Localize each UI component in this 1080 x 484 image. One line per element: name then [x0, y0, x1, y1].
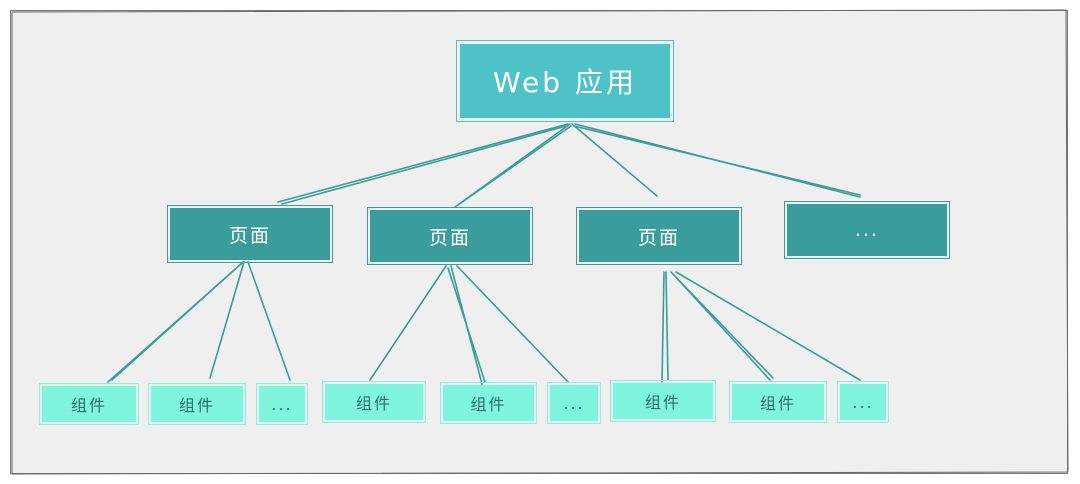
page-node-3: 页面 [576, 207, 742, 265]
component-node-3-1: 组件 [610, 380, 716, 422]
component-node-2-1: 组件 [322, 381, 426, 423]
page-label: ... [854, 219, 880, 241]
page-node-1: 页面 [167, 205, 333, 263]
component-node-1-2: 组件 [148, 383, 246, 425]
component-label: 组件 [70, 396, 107, 415]
page-label: 页面 [228, 224, 271, 247]
component-node-2-more: ... [547, 382, 601, 424]
component-label: 组件 [470, 395, 507, 414]
component-label: 组件 [759, 394, 796, 413]
component-node-2-2: 组件 [440, 382, 537, 424]
page-label: 页面 [637, 226, 680, 249]
component-node-1-1: 组件 [39, 383, 139, 425]
page-label: 页面 [428, 226, 471, 249]
page-node-more: ... [784, 201, 950, 259]
component-node-3-more: ... [837, 381, 889, 423]
root-node-web-app: Web 应用 [456, 40, 674, 122]
page-node-2: 页面 [367, 207, 533, 265]
component-node-1-more: ... [256, 383, 308, 425]
component-label: ... [563, 393, 585, 413]
component-node-3-2: 组件 [729, 381, 827, 423]
component-label: ... [271, 394, 293, 414]
root-label: Web 应用 [493, 66, 637, 99]
component-label: 组件 [178, 396, 215, 415]
component-label: 组件 [644, 393, 681, 412]
component-label: 组件 [355, 394, 392, 413]
component-label: ... [852, 392, 874, 412]
